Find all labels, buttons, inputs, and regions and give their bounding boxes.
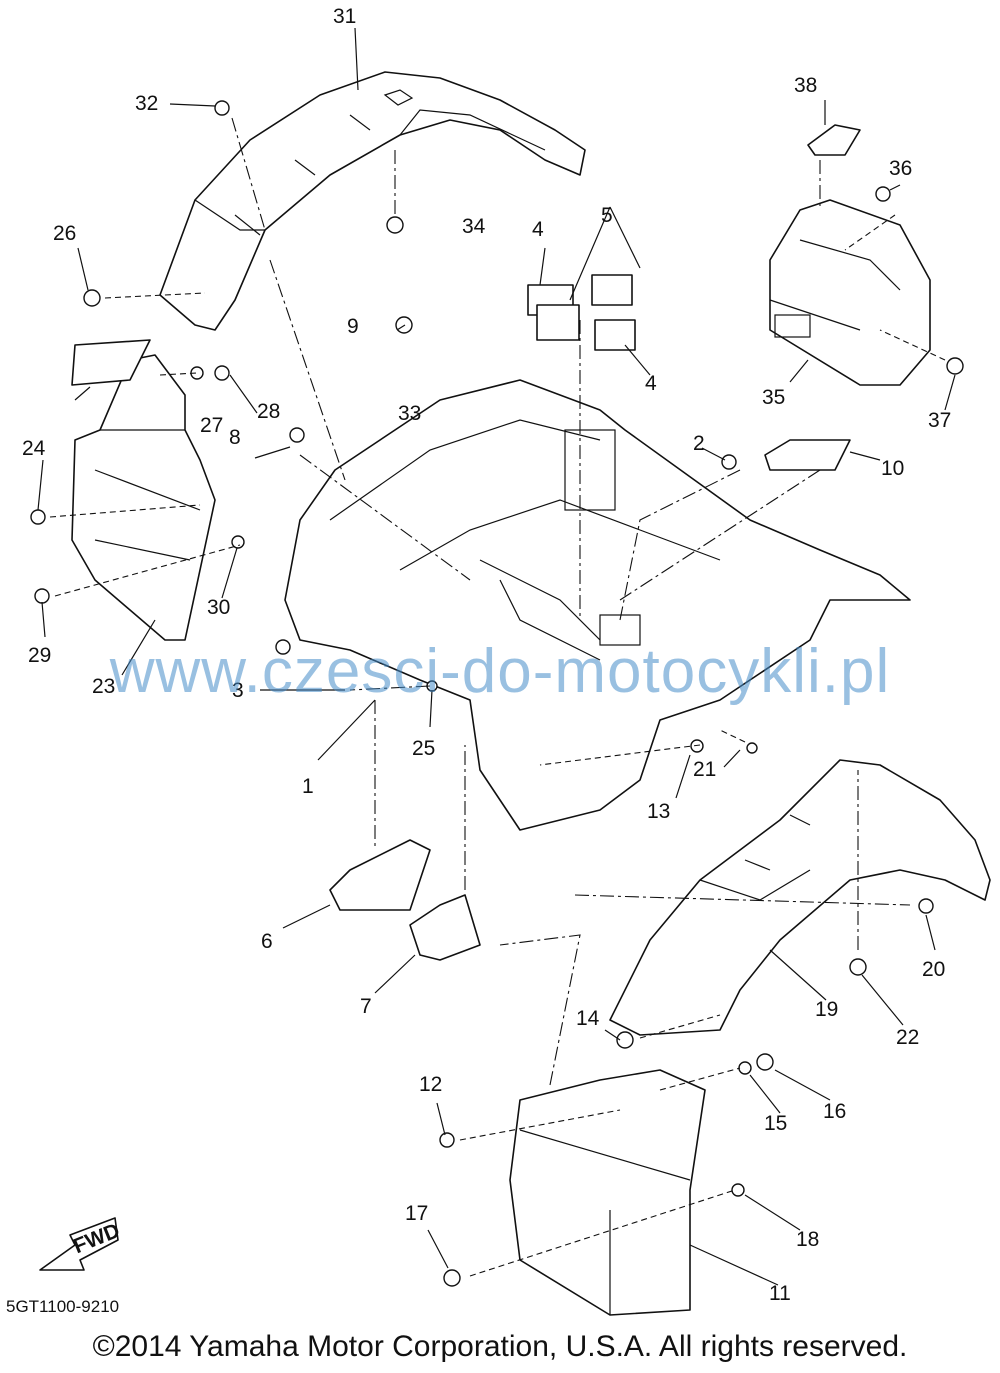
- callout-29: 29: [28, 644, 51, 667]
- hardware-fasteners: [30, 100, 964, 1287]
- callout-3: 3: [232, 679, 244, 702]
- callout-24: 24: [22, 437, 46, 460]
- callout-30: 30: [207, 596, 230, 619]
- callout-19: 19: [815, 998, 838, 1021]
- callout-12: 12: [419, 1073, 442, 1096]
- bracket-part-7: [409, 894, 481, 961]
- side-cover-part-23: [71, 339, 216, 641]
- callout-23: 23: [92, 675, 115, 698]
- callout-15: 15: [764, 1112, 787, 1135]
- mud-flap-part-11: [509, 1069, 706, 1316]
- callout-20: 20: [922, 958, 945, 981]
- clip-part-38: [807, 124, 861, 156]
- callout-38: 38: [794, 74, 817, 97]
- assembly-lines: [49, 117, 946, 1277]
- callout-34: 34: [462, 215, 486, 238]
- fwd-arrow-icon: FWD: [39, 1217, 123, 1271]
- callout-22: 22: [896, 1026, 919, 1049]
- callout-33: 33: [398, 402, 421, 425]
- callout-28: 28: [257, 400, 280, 423]
- callout-8: 8: [229, 426, 241, 449]
- inner-fender-frame: [284, 379, 911, 831]
- callout-numbers: 31 32 26 34 9 33 27 28 24 8 30 29 23 3 2…: [22, 5, 951, 1305]
- callout-11: 11: [769, 1282, 791, 1305]
- rear-fender-part-31: [159, 71, 586, 331]
- callout-16: 16: [823, 1100, 846, 1123]
- callout-6: 6: [261, 930, 273, 953]
- callout-26: 26: [53, 222, 76, 245]
- pad-part-10: [764, 439, 851, 471]
- callout-5: 5: [601, 204, 613, 227]
- callout-36: 36: [889, 157, 912, 180]
- rear-fender-part-19: [609, 759, 991, 1036]
- callout-37: 37: [928, 409, 951, 432]
- callout-32: 32: [135, 92, 158, 115]
- callout-21: 21: [693, 758, 716, 781]
- callout-25: 25: [412, 737, 435, 760]
- catalog-number: 5GT1100-9210: [6, 1297, 120, 1316]
- callout-14: 14: [576, 1007, 600, 1030]
- callout-13: 13: [647, 800, 670, 823]
- callout-31: 31: [333, 5, 356, 28]
- callout-4b: 4: [645, 372, 657, 395]
- callout-4a: 4: [532, 218, 544, 241]
- callout-18: 18: [796, 1228, 819, 1251]
- callout-2: 2: [693, 432, 705, 455]
- callout-9: 9: [347, 315, 359, 338]
- decals-part-4-5: [527, 274, 636, 351]
- callout-17: 17: [405, 1202, 428, 1225]
- bracket-part-6: [329, 839, 431, 911]
- tool-box-part-35: [769, 199, 931, 386]
- callout-7: 7: [360, 995, 372, 1018]
- callout-1: 1: [302, 775, 314, 798]
- callout-27: 27: [200, 414, 223, 437]
- leader-lines: [37, 27, 956, 1286]
- copyright-notice: ©2014 Yamaha Motor Corporation, U.S.A. A…: [92, 1330, 908, 1363]
- callout-35: 35: [762, 386, 785, 409]
- callout-10: 10: [881, 457, 904, 480]
